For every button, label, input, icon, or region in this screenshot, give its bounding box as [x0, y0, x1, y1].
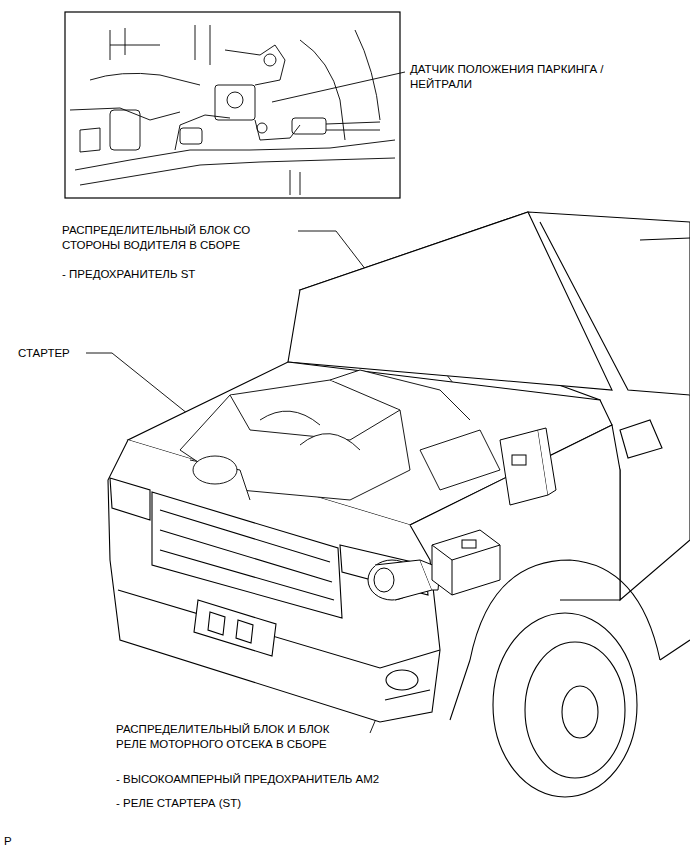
inset-transmission: [70, 25, 395, 195]
part-label: РАСПРЕДЕЛИТЕЛЬНЫЙ БЛОК СО СТОРОНЫ ВОДИТЕ…: [62, 223, 294, 253]
engine: [180, 370, 500, 500]
part-detail: - РЕЛЕ СТАРТЕРА (ST): [116, 796, 336, 811]
part-detail: - ПРЕДОХРАНИТЕЛЬ ST: [62, 267, 282, 282]
starter: [368, 560, 440, 600]
part-label: РАСПРЕДЕЛИТЕЛЬНЫЙ БЛОК И БЛОК РЕЛЕ МОТОР…: [116, 722, 348, 752]
figure-code: P: [4, 834, 24, 849]
relay-block: [432, 530, 500, 595]
part-label: ДАТЧИК ПОЛОЖЕНИЯ ПАРКИНГА / НЕЙТРАЛИ: [410, 62, 625, 92]
part-label: СТАРТЕР: [18, 346, 88, 361]
inset-frame: [65, 12, 400, 198]
front-wheel: [450, 560, 690, 797]
part-detail: - ВЫСОКОАМПЕРНЫЙ ПРЕДОХРАНИТЕЛЬ AM2: [116, 772, 416, 787]
junction-block: [500, 428, 556, 505]
